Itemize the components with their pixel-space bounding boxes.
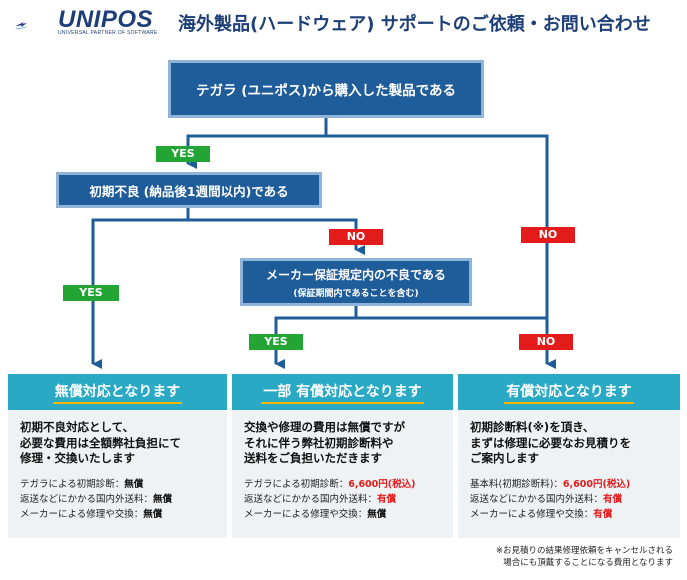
fee-row: メーカーによる修理や交換：無償 xyxy=(244,507,441,522)
fee-value: 6,600円(税込) xyxy=(562,478,631,490)
panel-free-title: 無償対応となります xyxy=(52,381,183,404)
fee-row: 返送などにかかる国内外送料：無償 xyxy=(20,492,215,507)
desc-line: 交換や修理の費用は無償ですが xyxy=(244,420,405,434)
fee-row: メーカーによる修理や交換：有償 xyxy=(470,507,668,522)
no-label-q1: NO xyxy=(521,227,575,243)
decision-purchased-label: テガラ (ユニポス)から購入した製品である xyxy=(196,83,456,99)
panel-paid-header: 有償対応となります xyxy=(458,374,680,410)
fee-row: 返送などにかかる国内外送料：有償 xyxy=(244,492,441,507)
footnote-line: ※お見積りの結果修理依頼をキャンセルされる xyxy=(495,546,673,556)
logo-subtext: UNIVERSAL PARTNER OF SOFTWARE xyxy=(58,30,158,36)
fee-label: 返送などにかかる国内外送料： xyxy=(244,493,378,505)
panel-partial-fees: テガラによる初期診断：6,600円(税込) 返送などにかかる国内外送料：有償 メ… xyxy=(244,477,441,522)
fee-value: 無償 xyxy=(153,493,173,505)
panel-paid-desc: 初期診断料(※)を頂き、 まずは修理に必要なお見積りを ご案内します xyxy=(470,420,668,467)
desc-line: 初期診断料(※)を頂き、 xyxy=(470,420,595,434)
panel-free-fees: テガラによる初期診断：無償 返送などにかかる国内外送料：無償 メーカーによる修理… xyxy=(20,477,215,522)
fee-row: 基本料(初期診断料)：6,600円(税込) xyxy=(470,477,668,492)
fee-label: テガラによる初期診断： xyxy=(20,478,125,490)
fee-label: 基本料(初期診断料)： xyxy=(470,478,563,490)
desc-line: ご案内します xyxy=(470,451,539,465)
decision-initial-defect-label: 初期不良 (納品後1週間以内)である xyxy=(89,183,289,199)
desc-line: 修理・交換いたします xyxy=(20,451,135,465)
panel-paid-title: 有償対応となります xyxy=(504,381,634,404)
fee-value: 無償 xyxy=(143,508,163,520)
logo-text: UNIPOS xyxy=(58,6,154,33)
desc-line: まずは修理に必要なお見積りを xyxy=(470,435,631,450)
panel-free-body: 初期不良対応として、 必要な費用は全額弊社負担にて 修理・交換いたします テガラ… xyxy=(8,410,227,538)
fee-value: 6,600円(税込) xyxy=(348,478,416,490)
panel-paid-fees: 基本料(初期診断料)：6,600円(税込) 返送などにかかる国内外送料：有償 メ… xyxy=(470,477,668,522)
fee-label: メーカーによる修理や交換： xyxy=(470,508,594,520)
decision-warranty-label: メーカー保証規定内の不良である xyxy=(266,267,446,282)
panel-partial-body: 交換や修理の費用は無償ですが それに伴う弊社初期診断料や 送料をご負担いただきま… xyxy=(232,410,453,538)
connector-q1-no xyxy=(326,134,556,369)
panel-free-header: 無償対応となります xyxy=(8,374,227,410)
panel-partial-header: 一部 有償対応となります xyxy=(232,374,453,410)
fee-label: テガラによる初期診断： xyxy=(244,478,349,490)
footnote-line: 場合にも頂戴することになる費用となります xyxy=(503,558,673,568)
desc-line: 送料をご負担いただきます xyxy=(244,451,382,465)
fee-row: テガラによる初期診断：6,600円(税込) xyxy=(244,477,441,492)
yes-label-q2: YES xyxy=(63,285,119,301)
fee-row: メーカーによる修理や交換：無償 xyxy=(20,507,215,522)
fee-label: 返送などにかかる国内外送料： xyxy=(20,493,154,505)
panel-free-desc: 初期不良対応として、 必要な費用は全額弊社負担にて 修理・交換いたします xyxy=(20,420,215,467)
panel-partial-title: 一部 有償対応となります xyxy=(261,381,424,404)
yes-label-q3: YES xyxy=(249,334,303,350)
panel-partial-desc: 交換や修理の費用は無償ですが それに伴う弊社初期診断料や 送料をご負担いただきま… xyxy=(244,420,441,467)
no-label-q2: NO xyxy=(329,229,383,245)
fee-row: 返送などにかかる国内外送料：有償 xyxy=(470,492,668,507)
fee-value: 有償 xyxy=(603,493,623,505)
decision-initial-defect: 初期不良 (納品後1週間以内)である xyxy=(56,172,322,208)
unipos-logo-mark xyxy=(15,22,28,29)
desc-line: それに伴う弊社初期診断料や xyxy=(244,435,394,450)
decision-warranty-defect: メーカー保証規定内の不良である (保証期間内であることを含む) xyxy=(240,258,472,306)
fee-value: 無償 xyxy=(124,478,144,490)
decision-warranty-sublabel: (保証期間内であることを含む) xyxy=(293,288,419,299)
fee-row: テガラによる初期診断：無償 xyxy=(20,477,215,492)
desc-line: 初期不良対応として、 xyxy=(20,420,135,434)
no-label-q3: NO xyxy=(519,334,573,350)
yes-label-q1: YES xyxy=(156,146,210,162)
desc-line: 必要な費用は全額弊社負担にて xyxy=(20,435,181,450)
fee-value: 無償 xyxy=(367,508,387,520)
page-title: 海外製品(ハードウェア) サポートのご依頼・お問い合わせ xyxy=(178,14,651,35)
fee-label: メーカーによる修理や交換： xyxy=(244,508,368,520)
footnote: ※お見積りの結果修理依頼をキャンセルされる 場合にも頂戴することになる費用となり… xyxy=(496,545,673,569)
fee-value: 有償 xyxy=(377,493,397,505)
panel-paid-body: 初期診断料(※)を頂き、 まずは修理に必要なお見積りを ご案内します 基本料(初… xyxy=(458,410,680,538)
decision-purchased-from-tegara: テガラ (ユニポス)から購入した製品である xyxy=(168,60,484,118)
fee-value: 有償 xyxy=(593,508,613,520)
fee-label: メーカーによる修理や交換： xyxy=(20,508,144,520)
fee-label: 返送などにかかる国内外送料： xyxy=(470,493,604,505)
